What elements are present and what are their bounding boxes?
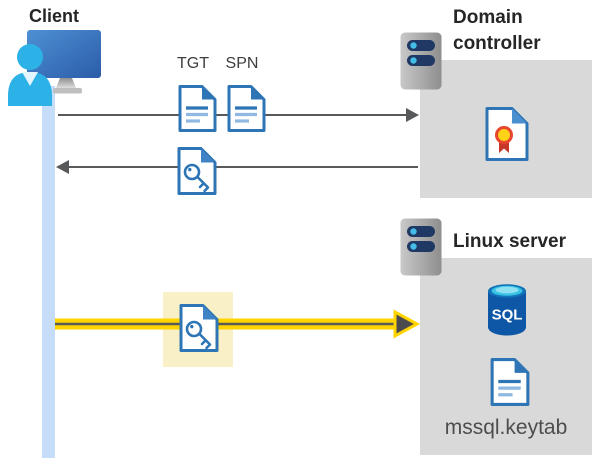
spn-label: SPN bbox=[225, 55, 259, 72]
domain-controller-title: Domain controller bbox=[453, 7, 541, 54]
domain-controller-server-icon bbox=[400, 32, 442, 90]
auth-arrow bbox=[55, 309, 421, 339]
tgt-label: TGT bbox=[177, 55, 209, 72]
response-arrow bbox=[56, 160, 418, 174]
tgt-document-icon bbox=[178, 85, 217, 132]
user-icon bbox=[8, 44, 52, 106]
client-workstation-icon bbox=[8, 30, 101, 106]
keytab-document-icon bbox=[490, 358, 530, 406]
highlighted-key-document-icon bbox=[179, 304, 219, 352]
key-document-icon bbox=[177, 147, 217, 195]
monitor-icon bbox=[27, 30, 101, 94]
sql-database-icon: SQL bbox=[488, 284, 526, 336]
spn-document-icon bbox=[227, 85, 266, 132]
client-lifeline bbox=[42, 86, 55, 458]
linux-server-title: Linux server bbox=[453, 231, 566, 252]
keytab-filename: mssql.keytab bbox=[444, 416, 568, 439]
linux-server-icon bbox=[400, 218, 442, 276]
client-title: Client bbox=[29, 6, 80, 26]
certificate-icon bbox=[485, 107, 529, 161]
sql-label: SQL bbox=[492, 307, 523, 324]
